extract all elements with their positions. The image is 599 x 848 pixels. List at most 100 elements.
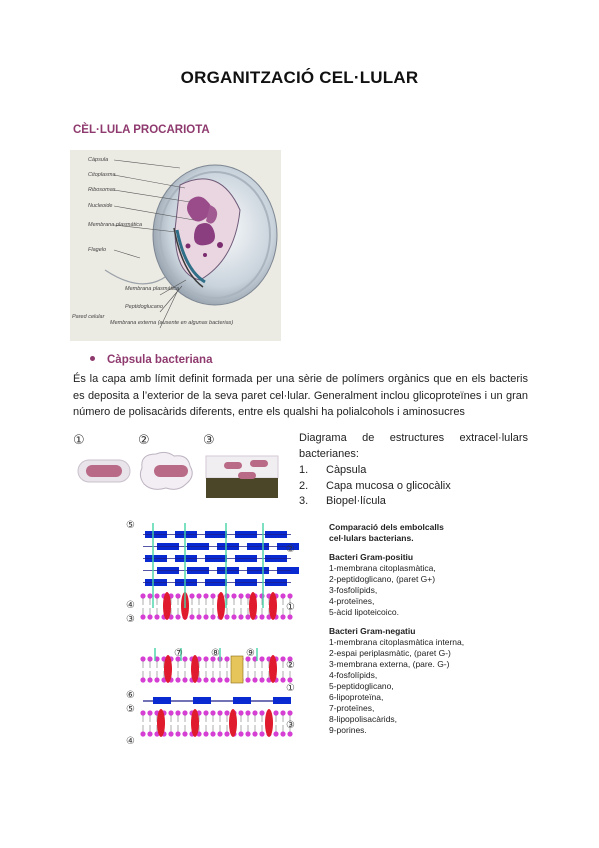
inner-membrane-bilayer-head <box>175 731 181 737</box>
inner-membrane-protein <box>229 709 237 737</box>
legend-item: 5-àcid lipoteicoico. <box>329 607 399 617</box>
legend-heading: Comparació dels embolcalls <box>329 522 444 532</box>
caption-heading-2: bacterianes: <box>299 447 359 460</box>
gram-positive-bilayer-head <box>245 614 251 620</box>
gram-positive-bilayer-head <box>175 593 181 599</box>
inner-membrane-bilayer-head <box>140 710 146 716</box>
inner-membrane-bilayer-head <box>147 731 153 737</box>
inner-membrane-bilayer-head <box>245 731 251 737</box>
gram-positive-bilayer-head <box>147 614 153 620</box>
inner-membrane-bilayer-head <box>252 710 258 716</box>
bullet-dot-icon <box>90 356 95 362</box>
membrane-protein <box>269 592 277 620</box>
inner-membrane-bilayer-head <box>210 731 216 737</box>
gram-positive-bilayer-head <box>189 614 195 620</box>
marker-top-1: ① <box>286 602 295 613</box>
outer-membrane-bilayer-head <box>147 656 153 662</box>
legend-heading-2: cel·lulars bacterians. <box>329 533 414 543</box>
gram-positive-bilayer-head <box>154 614 160 620</box>
thin-peptidoglycan-block <box>193 697 211 704</box>
gram-positive-bilayer-head <box>203 614 209 620</box>
gram-positive-bilayer-head <box>203 593 209 599</box>
label-membrana-externa: Membrana externa (ausente en algunas bac… <box>110 320 233 326</box>
marker-bot-9: ⑨ <box>246 648 255 659</box>
capsula-paragraph: És la capa amb límit definit formada per… <box>73 373 528 418</box>
prokaryotic-cell-figure: Càpsula Citoplasma Ribosomas Nucleoide M… <box>70 150 281 341</box>
label-membrana-plasmatica: Membrana plasmática <box>88 222 142 228</box>
inner-membrane-bilayer-head <box>175 710 181 716</box>
outer-membrane-bilayer-head <box>203 656 209 662</box>
caption-item: 2.Capa mucosa o glicocàlix <box>299 479 451 492</box>
gram-positive-bilayer-head <box>231 614 237 620</box>
marker-bot-3: ③ <box>286 720 295 731</box>
outer-membrane-bilayer-head <box>154 677 160 683</box>
inner-membrane-bilayer-head <box>252 731 258 737</box>
outer-membrane-bilayer-head <box>175 656 181 662</box>
legend-item: 5-peptidoglicano, <box>329 681 394 691</box>
inner-membrane-protein <box>191 709 199 737</box>
inner-membrane-bilayer-head <box>287 731 293 737</box>
outer-membrane-bilayer-head <box>245 656 251 662</box>
outer-membrane-bilayer-head <box>252 656 258 662</box>
porin <box>230 655 244 684</box>
outer-membrane-bilayer-head <box>224 677 230 683</box>
page-title: ORGANITZACIÓ CEL·LULAR <box>180 68 419 87</box>
outer-membrane-bilayer-head <box>210 656 216 662</box>
outer-membrane-bilayer-head <box>259 677 265 683</box>
inner-membrane-bilayer-head <box>168 731 174 737</box>
inner-membrane-bilayer-head <box>280 731 286 737</box>
section-heading: CÈL·LULA PROCARIOTA <box>73 124 210 136</box>
legend-item: 1-membrana citoplasmàtica interna, <box>329 637 465 647</box>
marker-bot-7: ⑦ <box>174 648 183 659</box>
marker-2: ② <box>138 433 150 448</box>
legend-item: 2-espai periplasmàtic, (paret G-) <box>329 648 451 658</box>
outer-membrane-bilayer-head <box>203 677 209 683</box>
thin-peptidoglycan-block <box>153 697 171 704</box>
inner-membrane-bilayer-head <box>217 731 223 737</box>
outer-membrane-bilayer-head <box>252 677 258 683</box>
gram-positive-bilayer-head <box>238 614 244 620</box>
gram-positive-bilayer-head <box>280 593 286 599</box>
outer-membrane-bilayer-head <box>280 677 286 683</box>
membrane-protein <box>249 592 257 620</box>
legend-item: 4-fosfolípids, <box>329 670 378 680</box>
outer-membrane-bilayer-head <box>182 677 188 683</box>
capsule-caption: Diagrama de estructures extracel·lulars … <box>299 431 528 510</box>
bacterial-envelope-diagram: ⑤ ② ④ ③ ① ⑦ ⑧ ⑨ ② ① ⑥ ⑤ ③ ④ <box>123 515 323 750</box>
inner-membrane-bilayer-head <box>238 710 244 716</box>
outer-membrane-bilayer-head <box>287 677 293 683</box>
inner-membrane-bilayer-head <box>147 710 153 716</box>
marker-bot-8: ⑧ <box>211 648 220 659</box>
marker-bot-2: ② <box>286 660 295 671</box>
gram-positive-bilayer-head <box>210 593 216 599</box>
legend-item: 1-membrana citoplasmàtica, <box>329 563 436 573</box>
gram-positive-bilayer-head <box>196 593 202 599</box>
label-peptidoglucano: Peptidoglucano <box>125 304 163 310</box>
gram-positive-bilayer-head <box>287 593 293 599</box>
gram-positive-bilayer-head <box>280 614 286 620</box>
legend-item: 3-fosfolípids, <box>329 585 378 595</box>
gram-positive-bilayer-head <box>196 614 202 620</box>
bullet-capsula-bacteriana: Càpsula bacteriana <box>90 354 212 366</box>
gram-positive-bilayer-head <box>147 593 153 599</box>
outer-membrane-bilayer-head <box>224 656 230 662</box>
marker-bot-5: ⑤ <box>126 704 135 715</box>
gram-positive-bilayer-head <box>259 614 265 620</box>
outer-membrane-protein <box>164 655 172 683</box>
inner-membrane-bilayer-head <box>259 731 265 737</box>
caption-list: 1.Càpsula 2.Capa mucosa o glicocàlix 3.B… <box>299 463 528 510</box>
outer-membrane-bilayer-head <box>182 656 188 662</box>
thin-peptidoglycan-block <box>273 697 291 704</box>
bullet-text: Càpsula bacteriana <box>107 354 213 366</box>
caption-heading: Diagrama de estructures extracel·lulars <box>299 432 528 444</box>
inner-membrane-bilayer-head <box>168 710 174 716</box>
marker-top-4: ④ <box>126 600 135 611</box>
gram-positive-bilayer-head <box>210 614 216 620</box>
inner-membrane-bilayer-head <box>273 710 279 716</box>
marker-bot-4: ④ <box>126 736 135 747</box>
gram-positive-bilayer-head <box>287 614 293 620</box>
outer-membrane-bilayer-head <box>140 677 146 683</box>
inner-membrane-bilayer-head <box>287 710 293 716</box>
legend-item: 8-lipopolisacàrids, <box>329 714 398 724</box>
gram-positive-bilayer-head <box>224 614 230 620</box>
